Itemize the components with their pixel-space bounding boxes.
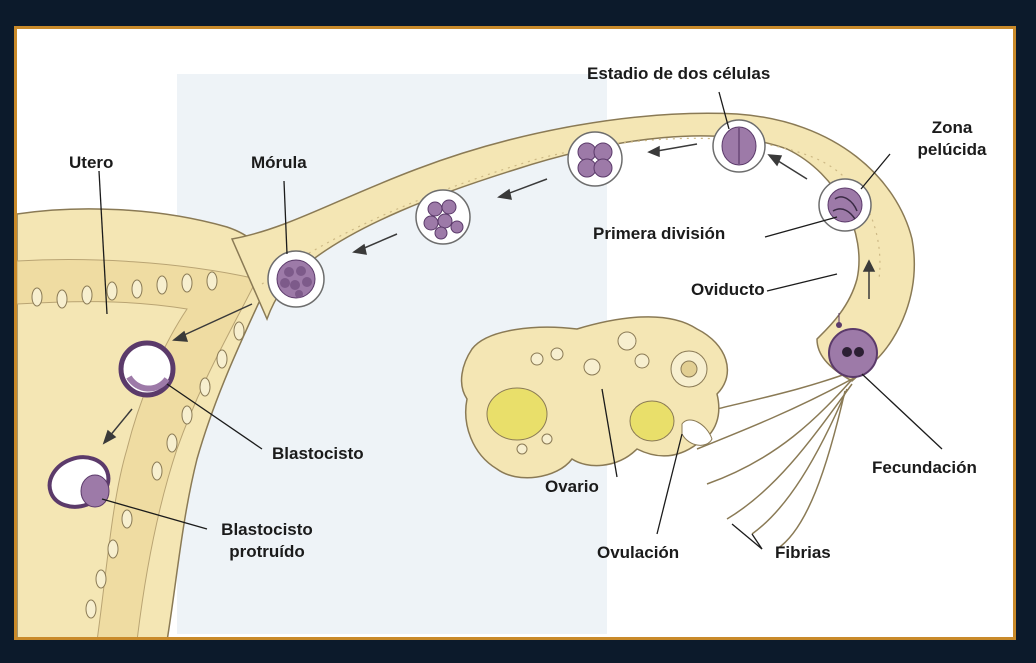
fimbriae [697, 369, 859, 549]
label-blastocisto: Blastocisto [272, 443, 364, 465]
label-blastocisto-protruido-line2: protruído [207, 541, 327, 563]
label-primera-division: Primera división [593, 223, 725, 245]
diagram-frame: Estadio de dos células Zona pelúcida Ute… [14, 26, 1016, 640]
label-fibrias: Fibrias [775, 542, 831, 564]
label-fecundacion: Fecundación [872, 457, 977, 479]
two-cell-stage [713, 120, 765, 172]
blastocyst [121, 343, 173, 395]
label-ovario: Ovario [545, 476, 599, 498]
label-zona-pelucida: Zona pelúcida [907, 117, 997, 161]
reproduction-diagram [17, 29, 1016, 640]
four-cell-stage [568, 132, 622, 186]
label-utero: Utero [69, 152, 113, 174]
label-oviducto: Oviducto [691, 279, 765, 301]
label-zona-line1: Zona [907, 117, 997, 139]
label-morula: Mórula [251, 152, 307, 174]
label-zona-line2: pelúcida [907, 139, 997, 161]
morula-stage [268, 251, 324, 307]
label-estadio-dos-celulas: Estadio de dos células [587, 63, 770, 85]
label-blastocisto-protruido-line1: Blastocisto [207, 519, 327, 541]
eight-cell-stage [416, 190, 470, 244]
label-blastocisto-protruido: Blastocisto protruído [207, 519, 327, 563]
label-ovulacion: Ovulación [597, 542, 679, 564]
